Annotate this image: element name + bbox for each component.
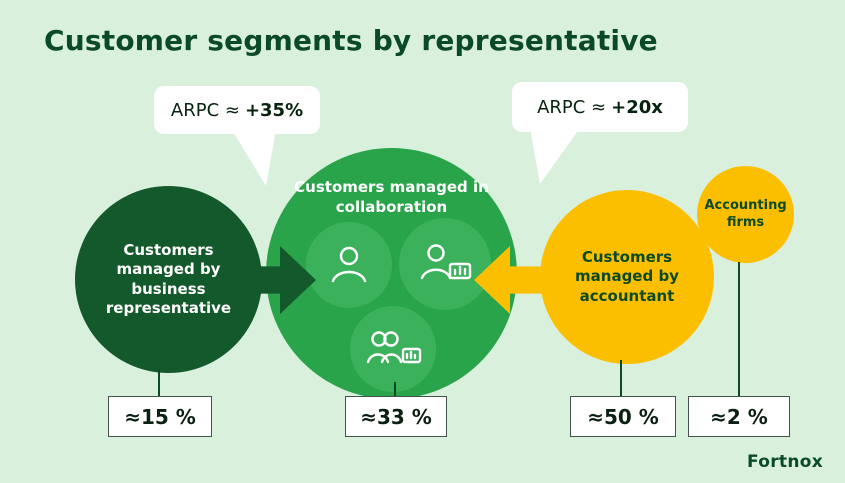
fortnox-logo: Fortnox — [747, 452, 823, 472]
callout-arpc-collaboration: ARPC ≈ +35% — [154, 86, 320, 134]
value-collaboration: ≈33 % — [360, 404, 432, 429]
callout-value: +20x — [611, 96, 663, 118]
segment-label-accounting-firms: Accounting firms — [704, 198, 787, 230]
segment-circle-business: Customers managed by business representa… — [75, 186, 262, 373]
person-icon — [331, 246, 367, 283]
page-title: Customer segments by representative — [44, 24, 658, 57]
connector-line — [394, 382, 396, 397]
person-laptop-icon — [420, 244, 472, 280]
connector-line — [620, 360, 622, 397]
value-accountant: ≈50 % — [587, 404, 659, 429]
segment-circle-accounting-firms: Accounting firms — [697, 166, 794, 263]
callout-tail — [232, 130, 276, 186]
segment-circle-collaboration: Customers managed in collaboration — [266, 148, 517, 399]
callout-label: ARPC ≈ — [537, 96, 607, 118]
collaboration-icon-circle — [306, 222, 392, 308]
value-box-accountant: ≈50 % — [570, 396, 676, 437]
callout-tail — [530, 128, 580, 184]
collaboration-icon-circle — [399, 218, 491, 310]
segment-label-accountant: Customers managed by accountant — [575, 247, 679, 305]
callout-arpc-accountant: ARPC ≈ +20x — [512, 82, 688, 132]
segment-label-business: Customers managed by business representa… — [105, 240, 232, 318]
value-box-collaboration: ≈33 % — [345, 396, 447, 437]
callout-value: +35% — [244, 99, 304, 121]
value-business: ≈15 % — [124, 404, 196, 429]
segment-circle-accountant: Customers managed by accountant — [540, 190, 714, 364]
team-laptop-icon — [366, 331, 422, 364]
connector-line — [738, 262, 740, 397]
connector-line — [158, 369, 160, 397]
callout-label: ARPC ≈ — [170, 99, 240, 121]
segment-label-collaboration: Customers managed in collaboration — [294, 178, 489, 216]
collaboration-icon-circle — [350, 306, 436, 392]
value-box-accounting-firms: ≈2 % — [688, 396, 790, 437]
value-accounting-firms: ≈2 % — [710, 404, 768, 429]
value-box-business: ≈15 % — [108, 396, 212, 437]
